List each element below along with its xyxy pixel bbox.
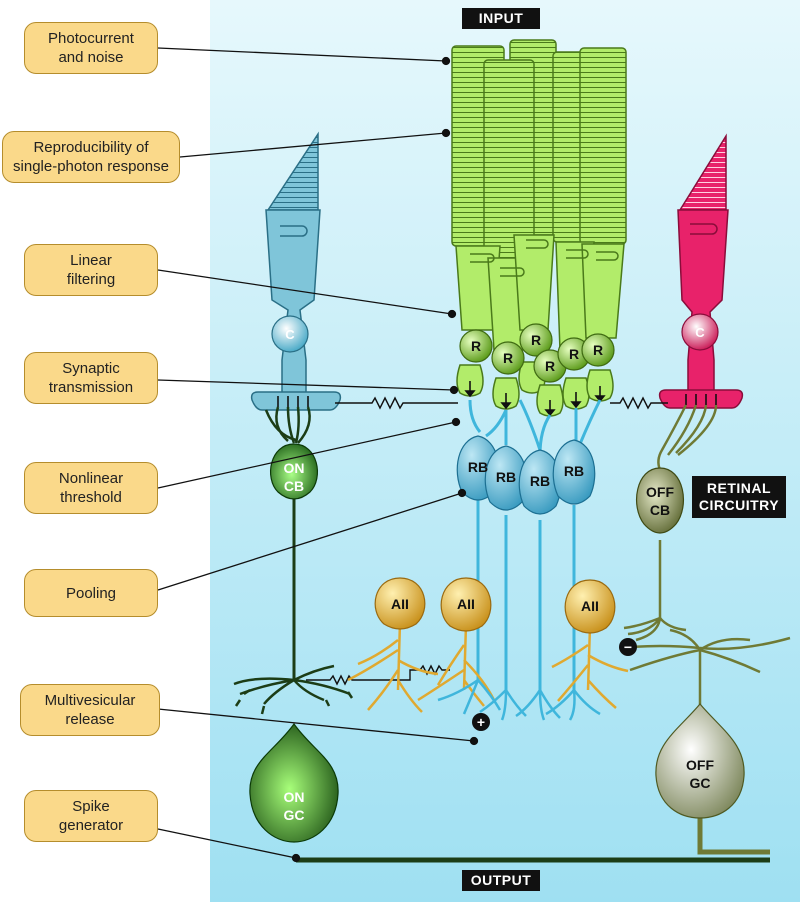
label-nonlinear-threshold: Nonlinear threshold: [24, 462, 158, 514]
rod-label: R: [531, 332, 541, 348]
sign-markers: − +: [472, 638, 637, 731]
rod-ribbon-arrows: [464, 381, 606, 417]
on-gc-soma: [249, 722, 339, 843]
plus-sign: +: [477, 714, 485, 730]
label-line1: Reproducibility of: [33, 139, 149, 156]
label-line1: Spike: [72, 798, 110, 815]
label-spike-generator: Spike generator: [24, 790, 158, 842]
off-cb-label-line1: OFF: [646, 484, 674, 500]
amacrine-somas: [374, 577, 616, 634]
output-tag: OUTPUT: [462, 870, 540, 891]
off-cone-label: C: [695, 325, 705, 340]
label-line1: Photocurrent: [48, 30, 134, 47]
rod-label: R: [503, 350, 513, 366]
retinal-circuitry-line2: CIRCUITRY: [698, 497, 780, 513]
rod-somas: [459, 323, 615, 383]
rod-label: R: [569, 346, 579, 362]
label-linear-filtering: Linear filtering: [24, 244, 158, 296]
on-cone-nucleus: [271, 315, 309, 353]
label-line1: Linear: [70, 252, 112, 269]
label-multivesicular-release: Multivesicular release: [20, 684, 160, 736]
label-line2: release: [65, 711, 115, 728]
on-gc-label-line2: GC: [284, 807, 305, 823]
rod-bipolar-somas: [456, 435, 596, 515]
label-line1: Pooling: [65, 584, 117, 602]
on-cb-label-line2: CB: [284, 478, 304, 494]
off-cb-soma: [636, 467, 684, 534]
rod-bipolar-label: RB: [564, 463, 584, 479]
off-cone-ribbons: [685, 394, 717, 405]
label-line2: threshold: [60, 489, 122, 506]
on-cb-label-line1: ON: [284, 460, 305, 476]
amacrine-label: AII: [457, 596, 475, 612]
label-line2: filtering: [66, 271, 116, 288]
label-line1: Synaptic: [62, 360, 120, 377]
label-pooling: Pooling: [24, 569, 158, 617]
on-pathway: [233, 406, 770, 863]
label-line2: generator: [58, 817, 124, 834]
retinal-circuitry-tag: RETINAL CIRCUITRY: [692, 476, 786, 518]
leader-lines: [157, 47, 479, 863]
off-cone-nucleus: [681, 313, 719, 351]
label-line2: and noise: [58, 49, 124, 66]
off-cb-label-line2: CB: [650, 502, 670, 518]
off-gc-label-line1: OFF: [686, 757, 714, 773]
rod-label: R: [593, 342, 603, 358]
retinal-circuitry-line1: RETINAL: [706, 480, 772, 496]
amacrine-processes: [347, 621, 629, 713]
rod-bipolar-label: RB: [530, 473, 550, 489]
on-cone: [250, 131, 342, 411]
on-gc-label-line1: ON: [284, 789, 305, 805]
off-gc-soma: [655, 703, 745, 819]
rod-bipolar-label: RB: [468, 459, 488, 475]
on-cb-soma: [269, 443, 319, 500]
rod-bipolar-terminals: [437, 678, 601, 721]
amacrine-label: AII: [581, 598, 599, 614]
minus-sign: −: [624, 639, 632, 655]
off-pathway: [619, 404, 791, 855]
on-cone-ribbons: [277, 396, 309, 407]
rod-label: R: [471, 338, 481, 354]
rod-label: R: [545, 358, 555, 374]
label-line2: single-photon response: [13, 158, 169, 175]
label-synaptic-transmission: Synaptic transmission: [24, 352, 158, 404]
input-tag: INPUT: [462, 8, 540, 29]
label-line1: Nonlinear: [58, 470, 124, 487]
on-cone-label: C: [285, 327, 295, 342]
off-gc-label-line2: GC: [690, 775, 711, 791]
label-line1: Multivesicular: [44, 692, 136, 709]
label-line2: transmission: [48, 379, 134, 396]
amacrine-label: AII: [391, 596, 409, 612]
label-photocurrent: Photocurrent and noise: [24, 22, 158, 74]
rod-bipolar-label: RB: [496, 469, 516, 485]
off-cone: [658, 133, 744, 409]
label-reproducibility: Reproducibility of single-photon response: [2, 131, 180, 183]
